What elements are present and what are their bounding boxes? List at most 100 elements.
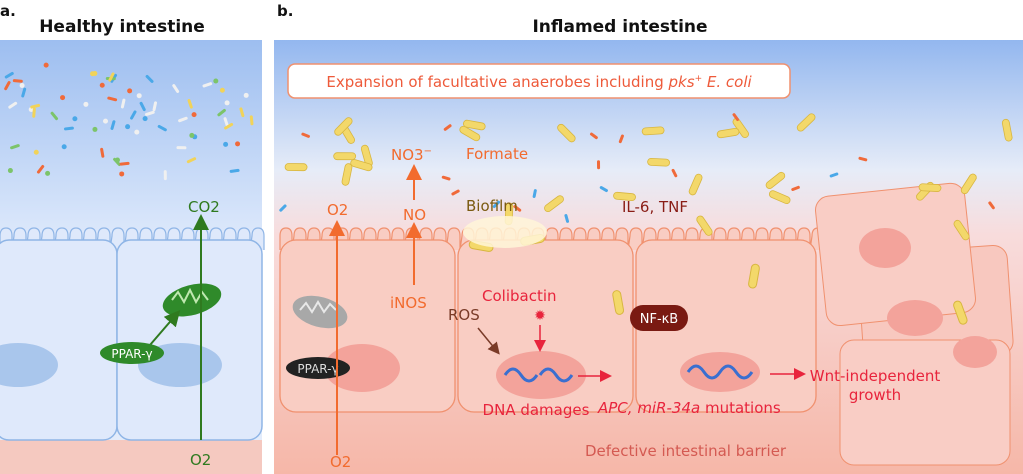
ecoli-bacterium (688, 173, 703, 196)
panel-b-letter: b. (277, 2, 293, 20)
barrier-label: Defective intestinal barrier (585, 442, 787, 460)
microbe-rod (443, 124, 452, 131)
microbe-rod (229, 168, 240, 173)
ecoli-bacterium (544, 195, 564, 213)
microbe-rod (451, 189, 460, 196)
formate-label: Formate (466, 145, 528, 163)
ecoli-bacterium (341, 163, 353, 186)
microbe-rod (202, 82, 213, 88)
panel-b-title: Inflamed intestine (532, 17, 707, 37)
microbe-rod (4, 81, 11, 91)
microbe-rod (172, 84, 180, 93)
ecoli-bacterium (350, 159, 373, 172)
ecoli-bacterium (333, 152, 357, 161)
microbe-rod (597, 160, 601, 170)
cytokines-label: IL-6, TNF (622, 198, 688, 216)
microbe-rod (279, 204, 287, 212)
microbe-coccus (235, 141, 241, 147)
microbe-rod (130, 110, 137, 120)
microbe-rod (492, 200, 501, 208)
microbe-rod (50, 111, 59, 121)
ecoli-bacterium (765, 171, 786, 190)
microbe-coccus (119, 171, 125, 177)
microbe-rod (829, 172, 839, 178)
microbe-coccus (243, 92, 249, 98)
nfkb-badge: NF-κB (630, 305, 688, 331)
microbe-coccus (60, 95, 66, 101)
colibactin-star-icon: ✹ (534, 308, 546, 324)
microbe-rod (858, 156, 868, 162)
ecoli-bacterium (696, 215, 713, 236)
microbe-coccus (127, 88, 133, 94)
ros-label: ROS (448, 306, 480, 324)
panel-b: PPAR-γ Expansion of facultative anaerobe… (274, 40, 1023, 474)
ppar-label: PPAR-γ (111, 347, 152, 361)
microbe-rod (8, 101, 18, 109)
ecoli-bacterium (716, 127, 740, 139)
microbe-rod (10, 144, 20, 150)
panel-a-submucosa (0, 440, 262, 474)
microbe-coccus (213, 78, 219, 84)
ecoli-bacterium (334, 117, 353, 136)
microbe-coccus (99, 82, 105, 88)
microbe-coccus (114, 157, 120, 163)
microbe-rod (217, 108, 226, 117)
microbe-rod (513, 205, 522, 212)
microbe-coccus (83, 101, 89, 107)
microbe-rod (176, 146, 187, 150)
microbe-coccus (7, 168, 13, 174)
nucleus (324, 344, 400, 392)
microbe-rod (30, 103, 41, 109)
ecoli-bacterium (459, 125, 481, 142)
arrow-ros-to-dna (477, 327, 500, 355)
microbe-coccus (189, 132, 195, 138)
microbe-rod (671, 168, 678, 178)
panel-a-letter: a. (0, 2, 16, 20)
co2-label: CO2 (188, 198, 220, 216)
ppar-gamma-badge: PPAR-γ (100, 342, 164, 364)
microbe-rod (63, 126, 74, 131)
ppar-gamma-inactive-badge: PPAR-γ (286, 357, 350, 379)
microbe-rod (157, 124, 167, 132)
microbe-coccus (45, 170, 51, 176)
ecoli-bacterium (796, 113, 816, 132)
mutations-label: APC, miR-34a mutations (597, 399, 781, 417)
microbe-rod (239, 107, 245, 118)
biofilm-label: Biofilm (466, 197, 518, 215)
adherent-ecoli (748, 263, 760, 289)
nucleus (0, 343, 58, 387)
microbe-rod (36, 165, 45, 174)
microbe-rod (618, 134, 624, 144)
microbe-rod (145, 110, 155, 116)
ecoli-bacterium (918, 183, 942, 192)
microbe-rod (178, 116, 188, 123)
microbe-rod (152, 101, 158, 112)
panel-a-title: Healthy intestine (39, 17, 205, 37)
microbe-rod (110, 120, 116, 130)
microbe-coccus (103, 118, 109, 124)
no-label: NO (403, 206, 426, 224)
microbe-coccus (72, 116, 78, 122)
o2-top-label: O2 (327, 201, 348, 219)
microbe-rod (21, 87, 27, 98)
dna-damaged-icon (503, 367, 574, 383)
microbe-coccus (142, 116, 148, 122)
nfkb-label: NF-κB (640, 312, 678, 327)
microbe-rod (163, 170, 167, 181)
microbe-rod (32, 107, 36, 118)
microbe-coccus (219, 87, 225, 93)
microbe-rod (441, 175, 451, 181)
microbe-rod (599, 186, 608, 193)
microbe-rod (223, 117, 229, 127)
ecoli-bacterium (768, 190, 791, 205)
microbe-rod (120, 98, 126, 109)
ecoli-bacterium (463, 119, 486, 131)
microbe-rod (791, 185, 800, 192)
colibactin-label: Colibactin (482, 287, 557, 305)
microbe-coccus (134, 129, 140, 135)
adherent-ecoli (953, 300, 968, 325)
healthy-cell (0, 239, 118, 441)
o2-bottom-label: O2 (330, 453, 351, 471)
